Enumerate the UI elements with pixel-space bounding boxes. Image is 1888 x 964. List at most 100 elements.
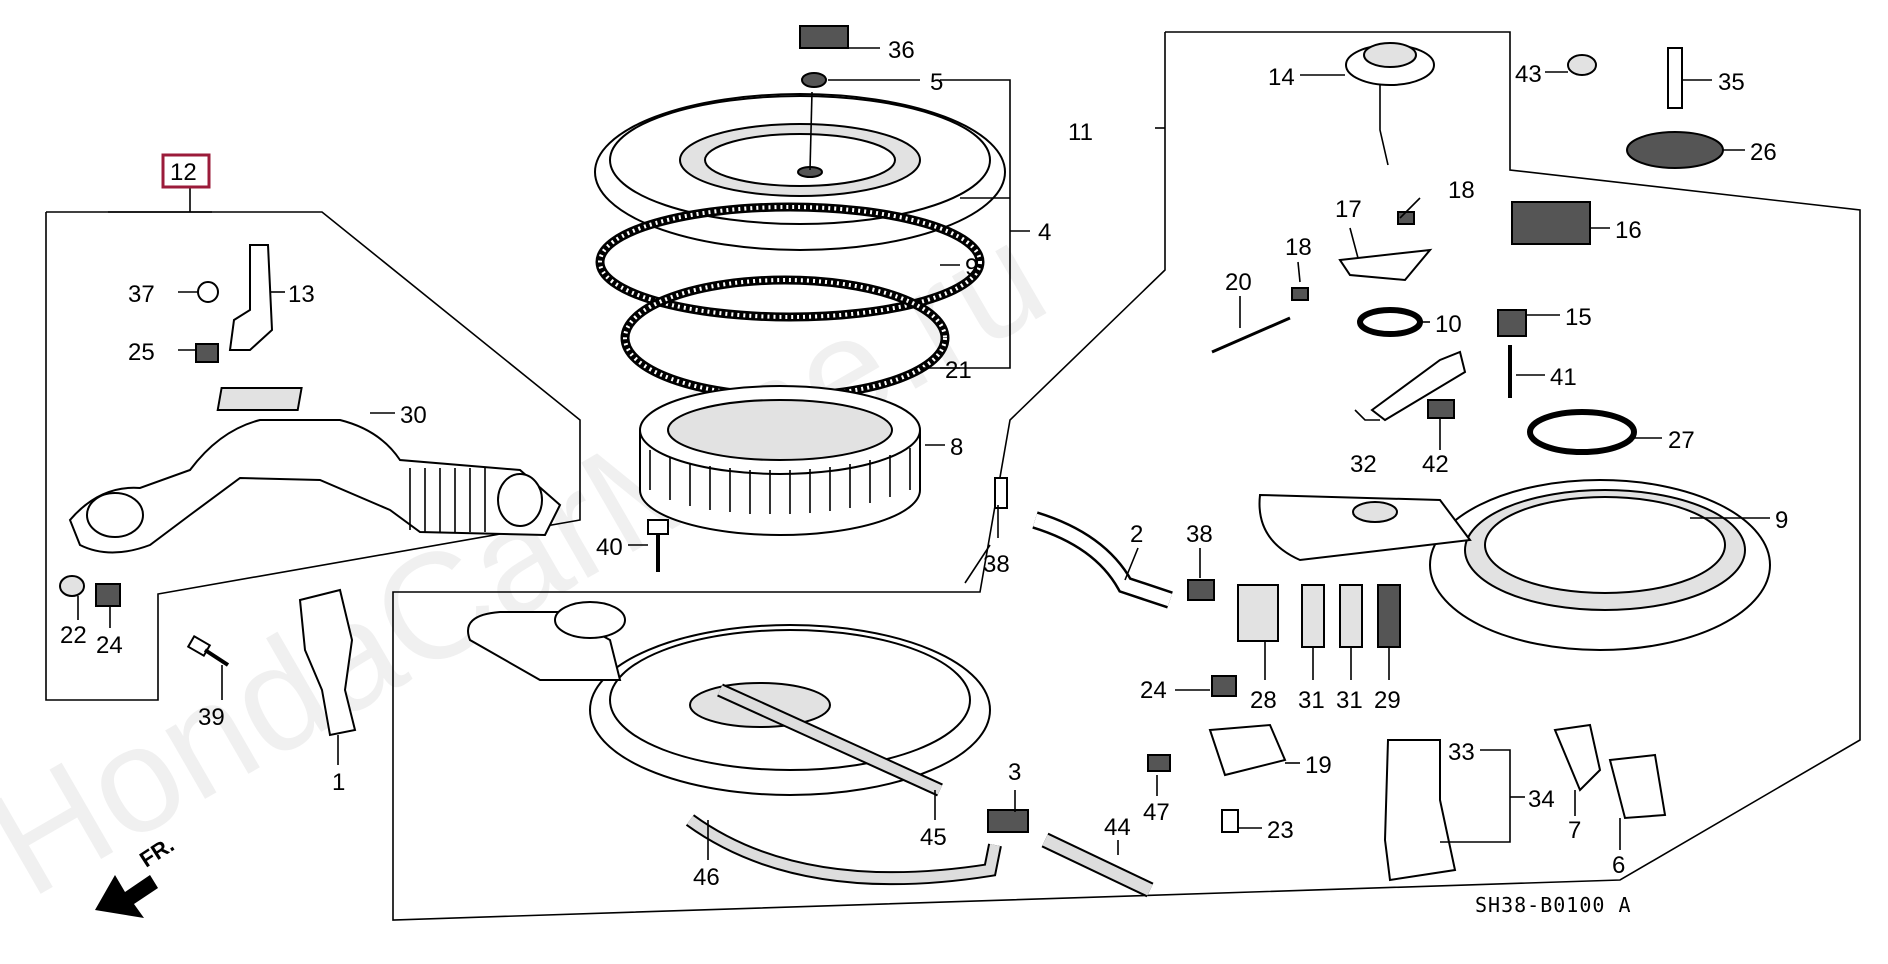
housing-28 [1237, 584, 1279, 642]
callout-24-left[interactable]: 24 [96, 632, 123, 659]
clip-7 [1553, 723, 1602, 792]
callout-5[interactable]: 5 [930, 69, 943, 96]
callout-41[interactable]: 41 [1550, 364, 1577, 391]
callout-20[interactable]: 20 [1225, 269, 1252, 296]
callout-3[interactable]: 3 [1008, 759, 1021, 786]
callout-45[interactable]: 45 [920, 824, 947, 851]
callout-21[interactable]: 21 [945, 357, 972, 384]
callout-11[interactable]: 11 [1068, 119, 1093, 146]
callout-39[interactable]: 39 [198, 704, 225, 731]
group-12-outline [45, 211, 581, 701]
callout-15[interactable]: 15 [1565, 304, 1592, 331]
diagram-code: SH38-B0100 A [1475, 893, 1632, 917]
pipe-45 [717, 683, 943, 797]
callout-9-upper[interactable]: 9 [965, 254, 978, 281]
callout-27[interactable]: 27 [1668, 427, 1695, 454]
hose-44 [1041, 832, 1154, 898]
stud-35 [1667, 47, 1683, 109]
callout-4[interactable]: 4 [1038, 219, 1051, 246]
callout-18-lower[interactable]: 18 [1285, 234, 1312, 261]
clip-37 [197, 281, 219, 303]
callout-46[interactable]: 46 [693, 864, 720, 891]
callout-24-right[interactable]: 24 [1140, 677, 1167, 704]
callout-32[interactable]: 32 [1350, 451, 1377, 478]
callout-18-upper[interactable]: 18 [1448, 177, 1475, 204]
callout-29[interactable]: 29 [1374, 687, 1401, 714]
callout-28[interactable]: 28 [1250, 687, 1277, 714]
resonator-housing [1258, 479, 1771, 651]
callout-17[interactable]: 17 [1335, 196, 1362, 223]
callout-16[interactable]: 16 [1615, 217, 1642, 244]
callout-31-a[interactable]: 31 [1298, 687, 1325, 714]
hose-46 [685, 814, 1002, 886]
grommet-25 [195, 343, 219, 363]
callout-34[interactable]: 34 [1528, 786, 1555, 813]
holder-15 [1497, 309, 1527, 337]
bracket-1 [298, 588, 357, 737]
callout-37[interactable]: 37 [128, 281, 155, 308]
callout-25[interactable]: 25 [128, 339, 155, 366]
callout-1[interactable]: 1 [332, 769, 345, 796]
rod-20 [1211, 316, 1291, 354]
callout-6[interactable]: 6 [1612, 852, 1625, 879]
clamp-38b [1187, 579, 1215, 601]
highlight-box-12 [161, 153, 211, 189]
mount-26 [1626, 131, 1724, 169]
callout-22[interactable]: 22 [60, 622, 87, 649]
callout-2[interactable]: 2 [1130, 521, 1143, 548]
callout-10[interactable]: 10 [1435, 311, 1462, 338]
bolt-42 [1427, 399, 1455, 419]
callout-31-b[interactable]: 31 [1336, 687, 1363, 714]
callout-40[interactable]: 40 [596, 534, 623, 561]
callout-44[interactable]: 44 [1104, 814, 1131, 841]
callout-7[interactable]: 7 [1568, 817, 1581, 844]
callout-38-left[interactable]: 38 [983, 551, 1010, 578]
callout-23[interactable]: 23 [1267, 817, 1294, 844]
nut-43 [1567, 54, 1597, 76]
callout-47[interactable]: 47 [1143, 799, 1170, 826]
gasket-upper [595, 202, 985, 322]
callout-19[interactable]: 19 [1305, 752, 1332, 779]
clip-6 [1608, 753, 1667, 820]
bracket-13 [228, 244, 274, 351]
joint-3 [987, 809, 1029, 833]
part-callouts: 12 36 5 4 9 21 8 40 37 13 25 30 22 24 39… [60, 37, 1788, 917]
plate-17 [1338, 248, 1433, 282]
grommet-24a [95, 583, 121, 607]
grommet-5 [801, 72, 827, 88]
bolt-40 [647, 519, 669, 572]
intake-duct [68, 419, 562, 554]
vacuum-motor-14 [1345, 42, 1435, 166]
callout-13[interactable]: 13 [288, 281, 315, 308]
callout-8[interactable]: 8 [950, 434, 963, 461]
callout-9-lower[interactable]: 9 [1775, 507, 1788, 534]
seal-27 [1527, 409, 1637, 455]
seal-30 [216, 387, 303, 411]
filter-31b [1339, 584, 1363, 648]
callout-42[interactable]: 42 [1422, 451, 1449, 478]
bracket-19 [1208, 723, 1287, 777]
clip-38a [994, 477, 1008, 509]
callout-33[interactable]: 33 [1448, 739, 1475, 766]
clip-36 [799, 25, 849, 49]
callout-38-right[interactable]: 38 [1186, 521, 1213, 548]
grommet-22 [59, 575, 85, 597]
callout-12[interactable]: 12 [170, 159, 197, 186]
leader-lines [77, 47, 1770, 860]
washer-10 [1357, 307, 1423, 337]
filter-31a [1301, 584, 1325, 648]
air-filter-element [639, 385, 921, 536]
callout-35[interactable]: 35 [1718, 69, 1745, 96]
switch-16 [1511, 201, 1591, 245]
callout-26[interactable]: 26 [1750, 139, 1777, 166]
callout-14[interactable]: 14 [1268, 64, 1295, 91]
callout-30[interactable]: 30 [400, 402, 427, 429]
bracket-33-34 [1383, 739, 1457, 882]
pin-18b [1291, 287, 1309, 301]
callout-36[interactable]: 36 [888, 37, 915, 64]
bolt-47 [1147, 754, 1171, 772]
callout-43[interactable]: 43 [1515, 61, 1542, 88]
bracket-32 [1370, 350, 1467, 422]
